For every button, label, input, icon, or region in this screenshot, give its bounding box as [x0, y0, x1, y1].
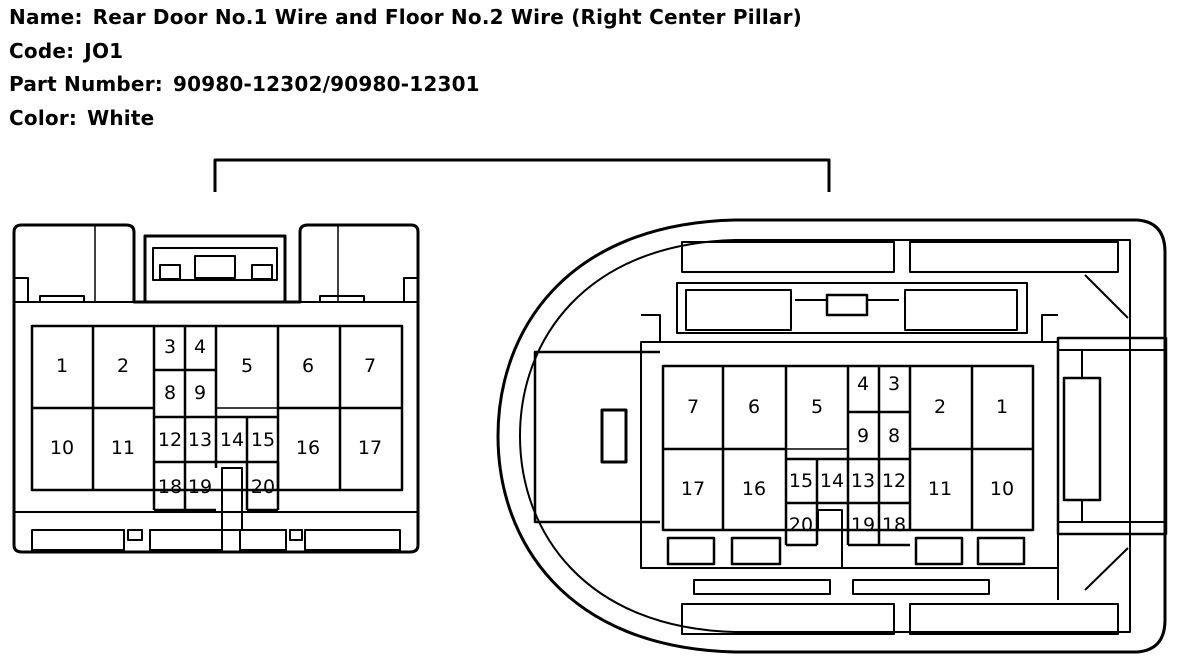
right-pin-12: 12: [882, 470, 906, 492]
left-pin-12: 12: [158, 429, 182, 451]
color-label: Color:: [9, 106, 78, 130]
right-pin-13: 13: [851, 470, 875, 492]
left-cavity-grid: [30, 324, 404, 512]
right-pin-10: 10: [990, 478, 1014, 500]
right-pin-9: 9: [857, 425, 869, 447]
right-pin-7: 7: [687, 396, 699, 418]
left-pin-8: 8: [164, 382, 176, 404]
code-label: Code:: [9, 39, 75, 63]
right-pin-1: 1: [996, 396, 1008, 418]
left-pin-20: 20: [251, 476, 275, 498]
left-pin-6: 6: [302, 355, 314, 377]
view-link-bracket: [213, 158, 831, 192]
right-cavity-grid: [661, 364, 1035, 547]
color-row: Color: White: [9, 106, 154, 130]
right-pin-18: 18: [882, 514, 906, 536]
right-pin-3: 3: [888, 373, 900, 395]
left-pin-17: 17: [358, 437, 382, 459]
left-pin-2: 2: [117, 355, 129, 377]
code-value: JO1: [84, 39, 124, 63]
code-row: Code: JO1: [9, 39, 123, 63]
right-pin-2: 2: [934, 396, 946, 418]
left-pin-14: 14: [220, 429, 244, 451]
right-connector-body: [496, 218, 1168, 654]
right-pin-17: 17: [681, 478, 705, 500]
right-pin-20: 20: [789, 514, 813, 536]
left-pin-11: 11: [111, 437, 135, 459]
part-number-value: 90980-12302/90980-12301: [172, 72, 480, 96]
left-pin-7: 7: [364, 355, 376, 377]
right-pin-4: 4: [857, 373, 869, 395]
name-value: Rear Door No.1 Wire and Floor No.2 Wire …: [92, 5, 803, 29]
left-pin-16: 16: [296, 437, 320, 459]
right-pin-15: 15: [789, 470, 813, 492]
left-pin-1: 1: [56, 355, 68, 377]
right-pin-6: 6: [748, 396, 760, 418]
left-pin-19: 19: [188, 476, 212, 498]
left-pin-5: 5: [241, 355, 253, 377]
right-pin-5: 5: [811, 396, 823, 418]
left-pin-9: 9: [194, 382, 206, 404]
right-pin-19: 19: [851, 514, 875, 536]
color-value: White: [87, 106, 155, 130]
left-pin-10: 10: [50, 437, 74, 459]
name-row: Name: Rear Door No.1 Wire and Floor No.2 …: [9, 5, 802, 29]
part-number-row: Part Number: 90980-12302/90980-12301: [9, 72, 480, 96]
right-pin-8: 8: [888, 425, 900, 447]
left-pin-4: 4: [194, 336, 206, 358]
left-pin-18: 18: [158, 476, 182, 498]
left-pin-3: 3: [164, 336, 176, 358]
left-connector-body: [12, 223, 420, 554]
part-number-label: Part Number:: [9, 72, 163, 96]
right-pin-16: 16: [742, 478, 766, 500]
left-pin-15: 15: [251, 429, 275, 451]
right-pin-11: 11: [928, 478, 952, 500]
left-pin-13: 13: [188, 429, 212, 451]
right-pin-14: 14: [820, 470, 844, 492]
name-label: Name:: [9, 5, 83, 29]
